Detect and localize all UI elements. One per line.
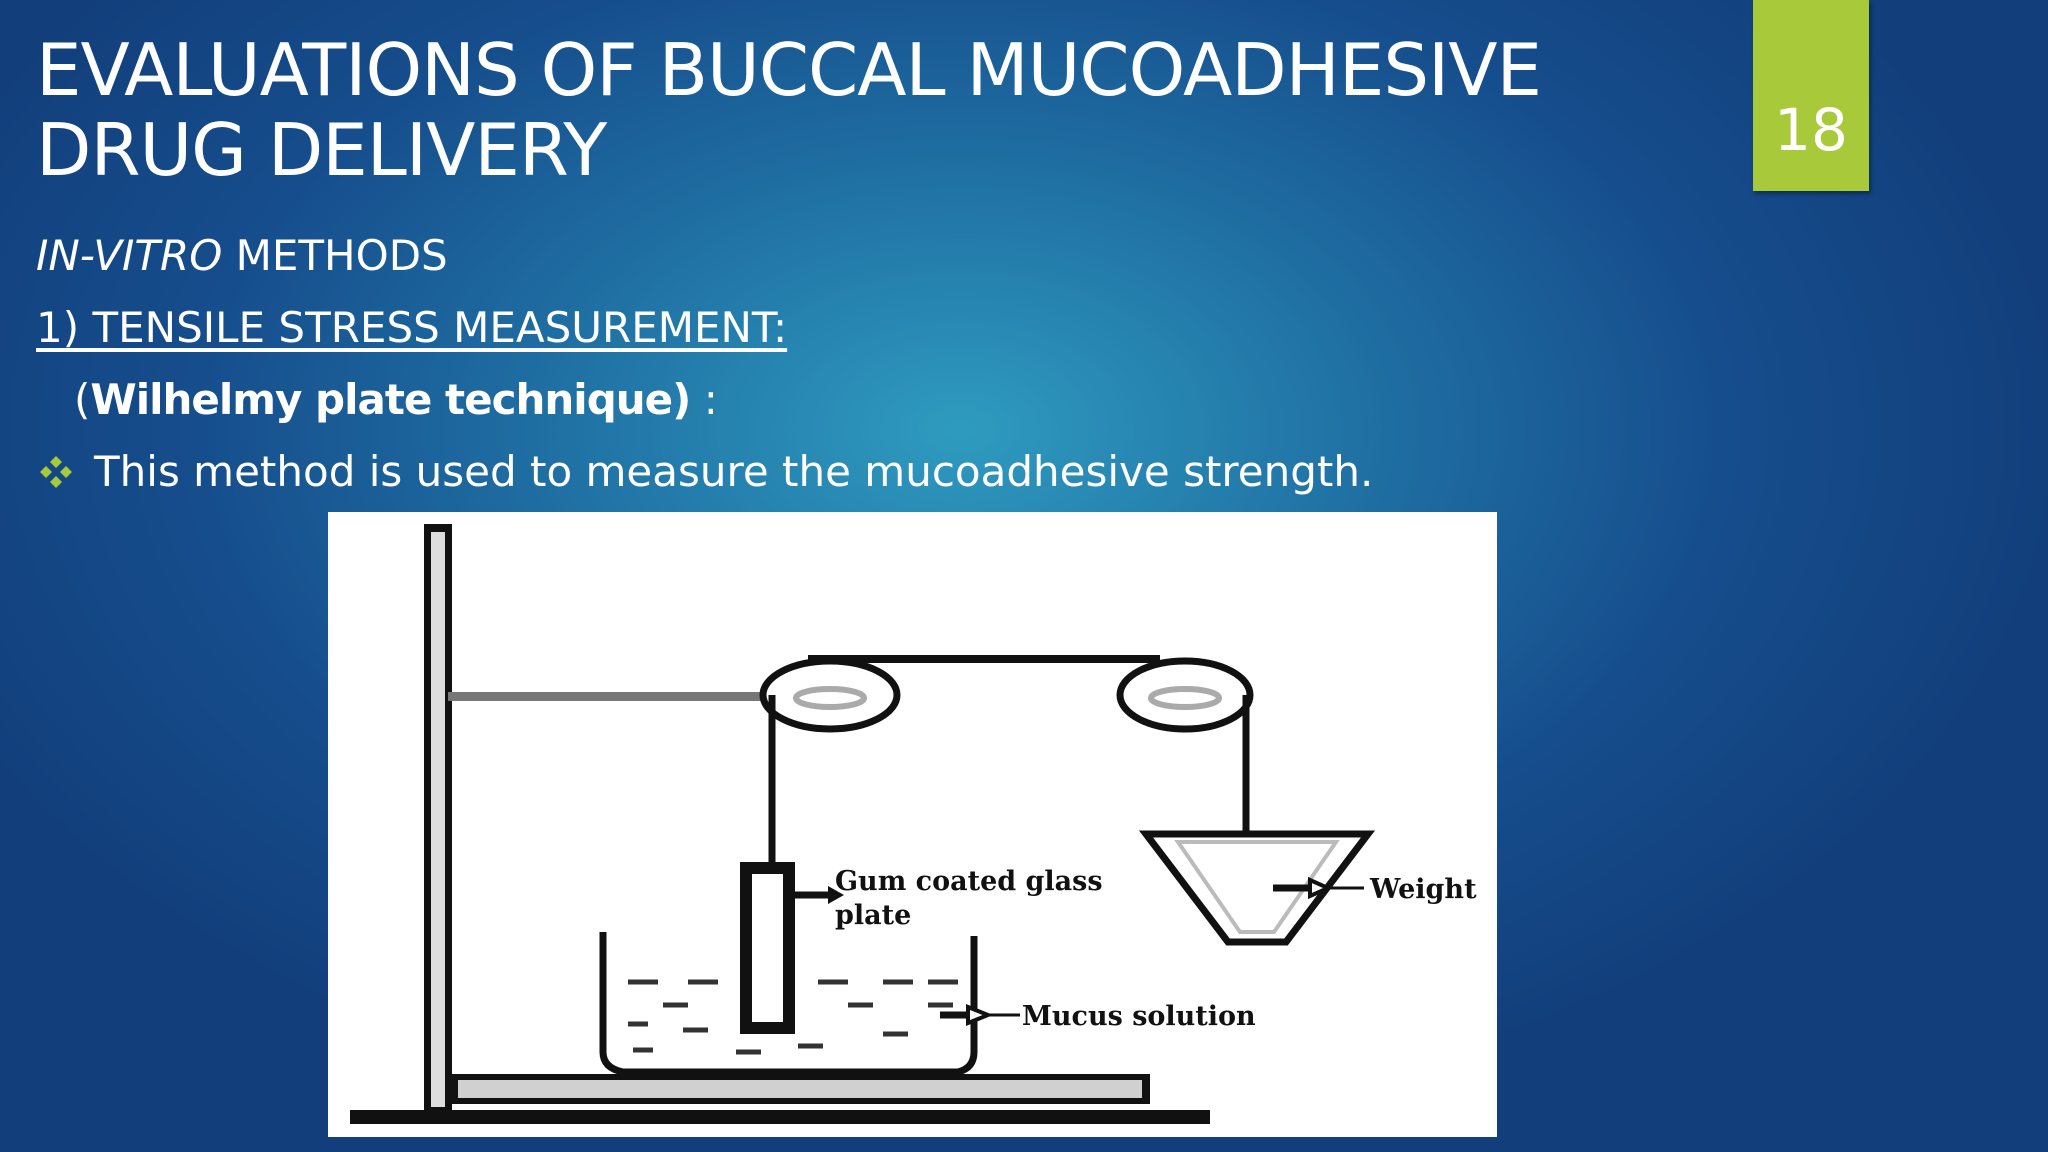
beaker [599, 932, 978, 1076]
weight-arrow-icon [1273, 876, 1364, 900]
technique-line: (Wilhelmy plate technique) : [74, 372, 718, 428]
mucus-liquid [628, 979, 958, 1055]
technique-name: Wilhelmy plate technique) [90, 375, 691, 424]
subheading-rest: METHODS [222, 231, 448, 280]
plate-arrow-icon [795, 886, 844, 904]
slide-title: EVALUATIONS OF BUCCAL MUCOADHESIVE DRUG … [36, 28, 1542, 192]
subheading: IN-VITRO METHODS [36, 228, 448, 284]
label-gum-plate-line1: Gum coated glass [835, 866, 1103, 897]
technique-open-paren: ( [74, 375, 91, 424]
label-mucus-solution: Mucus solution [1022, 1001, 1256, 1032]
label-weight: Weight [1369, 874, 1477, 905]
wilhelmy-apparatus-figure: Gum coated glass plate Weight Mucus solu… [328, 512, 1497, 1137]
mucus-arrow-icon [940, 1004, 1020, 1026]
bullet-item: This method is used to measure the mucoa… [36, 444, 1373, 500]
left-pulley-icon [759, 657, 901, 733]
stand-arm [448, 692, 790, 701]
label-gum-plate-line2: plate [835, 900, 911, 931]
subheading-italic: IN-VITRO [36, 231, 223, 280]
apparatus-diagram: Gum coated glass plate Weight Mucus solu… [350, 524, 1477, 1124]
page-number-badge: 18 [1753, 0, 1869, 191]
right-pulley-icon [1116, 657, 1254, 733]
bullet-text: This method is used to measure the mucoa… [94, 447, 1374, 496]
page-number: 18 [1774, 96, 1848, 164]
section-heading: 1) TENSILE STRESS MEASUREMENT: [36, 303, 788, 352]
base-plate [350, 1110, 1210, 1124]
diamond-quad-bullet-icon [40, 456, 72, 488]
technique-colon: : [690, 375, 718, 424]
